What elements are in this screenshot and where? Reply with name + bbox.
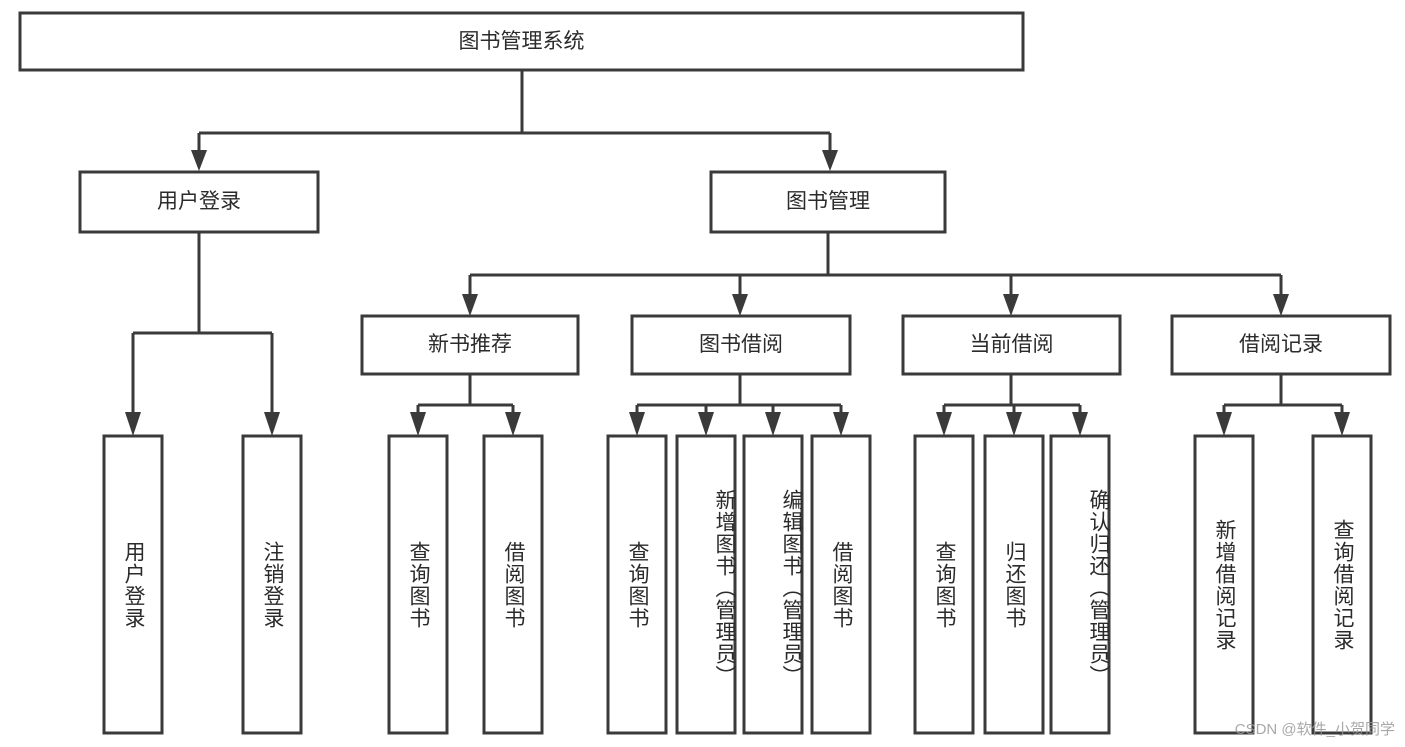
arrow-head-icon [765,412,781,436]
arrow-head-icon [833,412,849,436]
arrow-head-icon [629,412,645,436]
connector-book-borrow-to-leaves [629,374,849,436]
arrow-head-icon [1334,412,1350,436]
connector-root-to-level2 [191,70,838,171]
arrow-head-icon [698,412,714,436]
node-box-leaf-add-record[interactable] [1193,434,1255,735]
connector-borrow-record-to-leaves [1216,374,1350,436]
arrow-head-icon [1003,294,1019,316]
node-box-leaf-add-book[interactable] [675,434,737,735]
arrow-head-icon [462,294,478,316]
node-box-leaf-borrow-book-1[interactable] [482,434,544,735]
arrow-head-icon [822,150,838,171]
arrow-head-icon [1216,412,1232,436]
watermark-text: CSDN @软件_小贺同学 [1234,721,1395,738]
arrow-head-icon [264,412,280,436]
node-box-current-borrow[interactable] [901,314,1122,376]
arrow-head-icon [125,412,141,436]
node-box-leaf-query-record[interactable] [1311,434,1373,735]
node-box-book-borrow[interactable] [630,314,852,376]
node-box-leaf-return-book[interactable] [983,434,1045,735]
node-box-leaf-confirm-return[interactable] [1049,434,1111,735]
node-box-leaf-logout-login[interactable] [241,434,303,735]
connector-user-login-to-leaves [125,232,280,436]
connector-new-book-recommend-to-leaves [410,374,521,436]
arrow-head-icon [1006,412,1022,436]
connector-book-manage-to-level3 [462,232,1289,316]
arrow-head-icon [732,294,748,316]
node-box-root[interactable] [18,11,1025,72]
arrow-head-icon [410,412,426,436]
connector-current-borrow-to-leaves [936,374,1088,436]
arrow-head-icon [505,412,521,436]
arrow-head-icon [191,150,207,171]
node-box-new-book-recommend[interactable] [360,314,580,376]
node-box-leaf-query-book-2[interactable] [606,434,668,735]
arrow-head-icon [1273,294,1289,316]
node-box-leaf-borrow-book-2[interactable] [810,434,872,735]
arrow-head-icon [1072,412,1088,436]
node-box-leaf-edit-book[interactable] [742,434,804,735]
node-box-book-manage[interactable] [709,170,947,234]
arrow-head-icon [936,412,952,436]
node-box-leaf-query-book-1[interactable] [387,434,449,735]
node-box-leaf-query-book-3[interactable] [913,434,975,735]
node-box-leaf-user-login[interactable] [102,434,164,735]
node-box-borrow-record[interactable] [1170,314,1392,376]
node-box-user-login[interactable] [78,170,320,234]
